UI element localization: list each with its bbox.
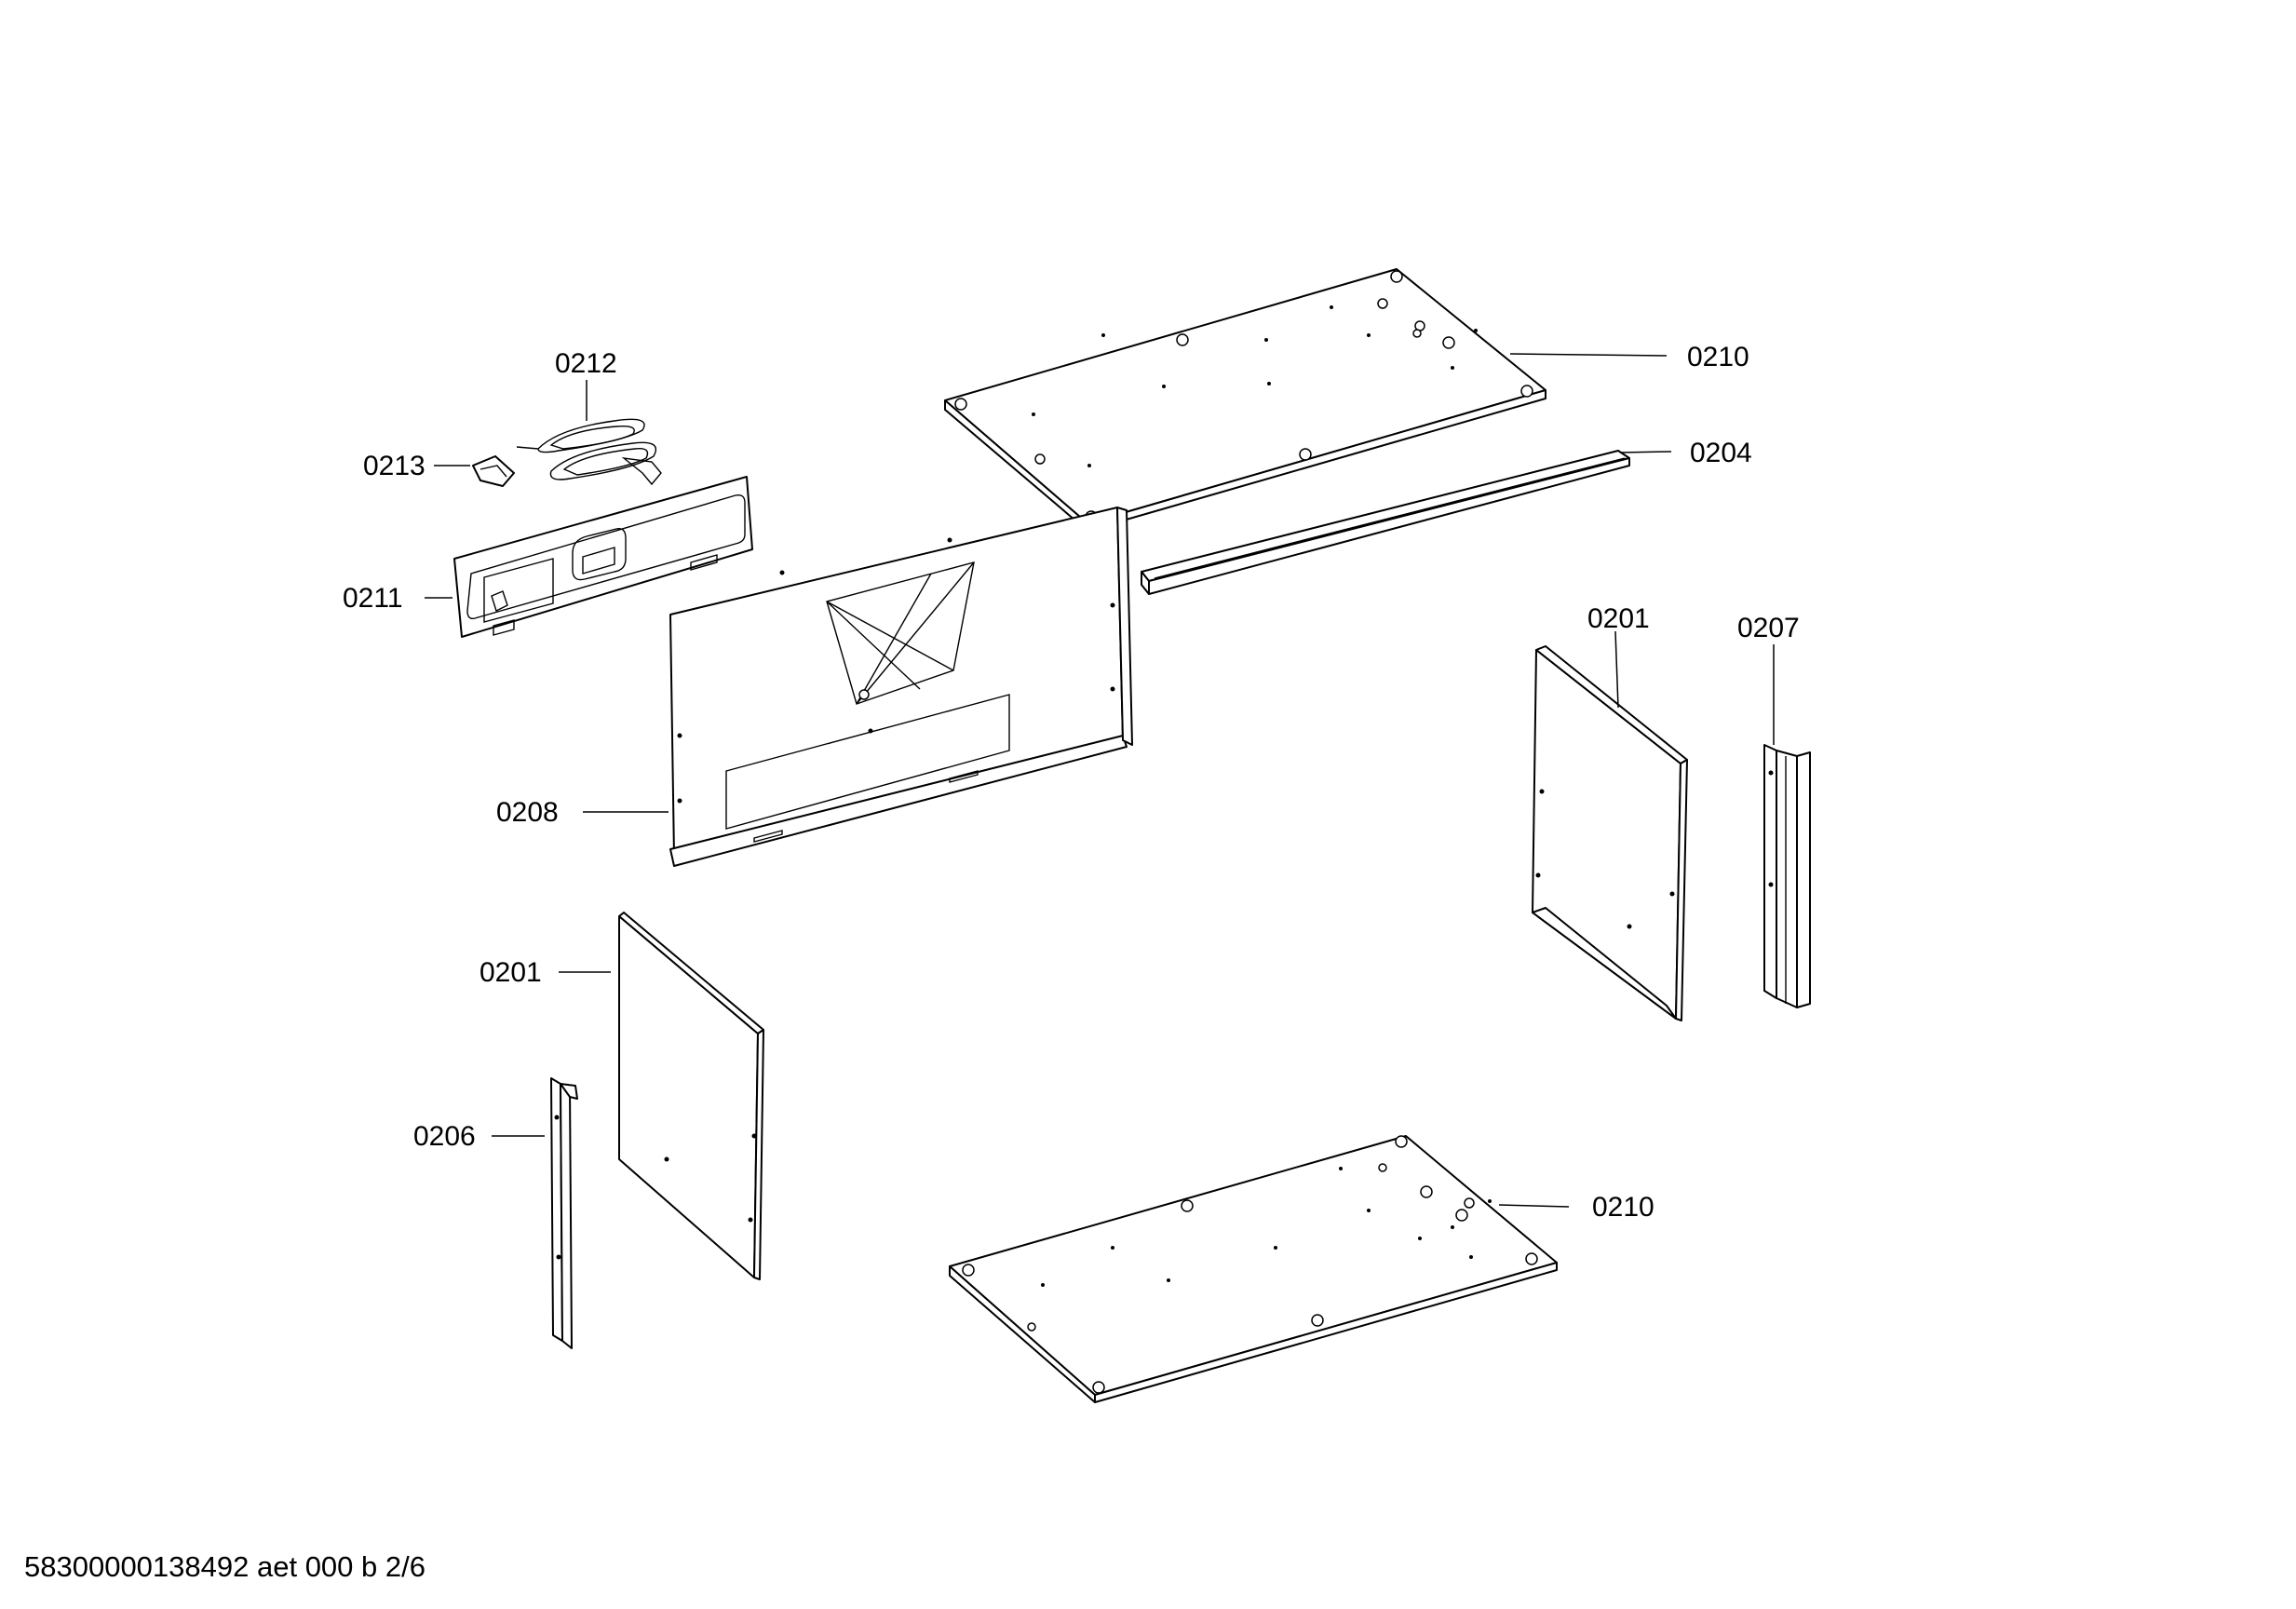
part-0204-rail[interactable] [1141, 450, 1630, 595]
part-label-0201-left[interactable]: 0201 [479, 957, 542, 988]
document-reference-footer: 58300000138492 aet 000 b 2/6 [24, 1550, 425, 1583]
part-0208-back-panel[interactable] [669, 507, 1133, 867]
part-label-0213[interactable]: 0213 [363, 451, 425, 481]
part-0201-left-side-panel[interactable] [618, 912, 764, 1280]
part-0210-bottom-leader [1498, 1204, 1570, 1208]
part-0213-clip[interactable] [472, 455, 515, 487]
part-0210-top-leader [1509, 353, 1668, 357]
part-0207-bracket[interactable] [1763, 744, 1811, 1008]
part-0211-control-panel[interactable] [453, 476, 753, 638]
part-0204-leader [1619, 451, 1672, 453]
part-label-0206[interactable]: 0206 [413, 1121, 476, 1152]
part-label-0208[interactable]: 0208 [496, 797, 559, 828]
part-label-0207[interactable]: 0207 [1737, 613, 1800, 643]
part-0212-heating-element[interactable] [516, 418, 662, 486]
part-label-0211[interactable]: 0211 [343, 583, 403, 614]
part-label-0201-right[interactable]: 0201 [1587, 603, 1650, 634]
part-0201-right-side-panel[interactable] [1532, 645, 1688, 1021]
part-label-0204[interactable]: 0204 [1690, 438, 1752, 468]
part-label-0210-bottom[interactable]: 0210 [1592, 1192, 1654, 1223]
part-0210-top-panel[interactable] [944, 268, 1546, 532]
part-0206-bracket[interactable] [550, 1077, 578, 1349]
part-0210-bottom-panel[interactable] [949, 1135, 1558, 1403]
part-label-0212[interactable]: 0212 [555, 348, 617, 379]
part-label-0210-top[interactable]: 0210 [1687, 342, 1749, 372]
part-0201-right-leader [1614, 630, 1619, 709]
